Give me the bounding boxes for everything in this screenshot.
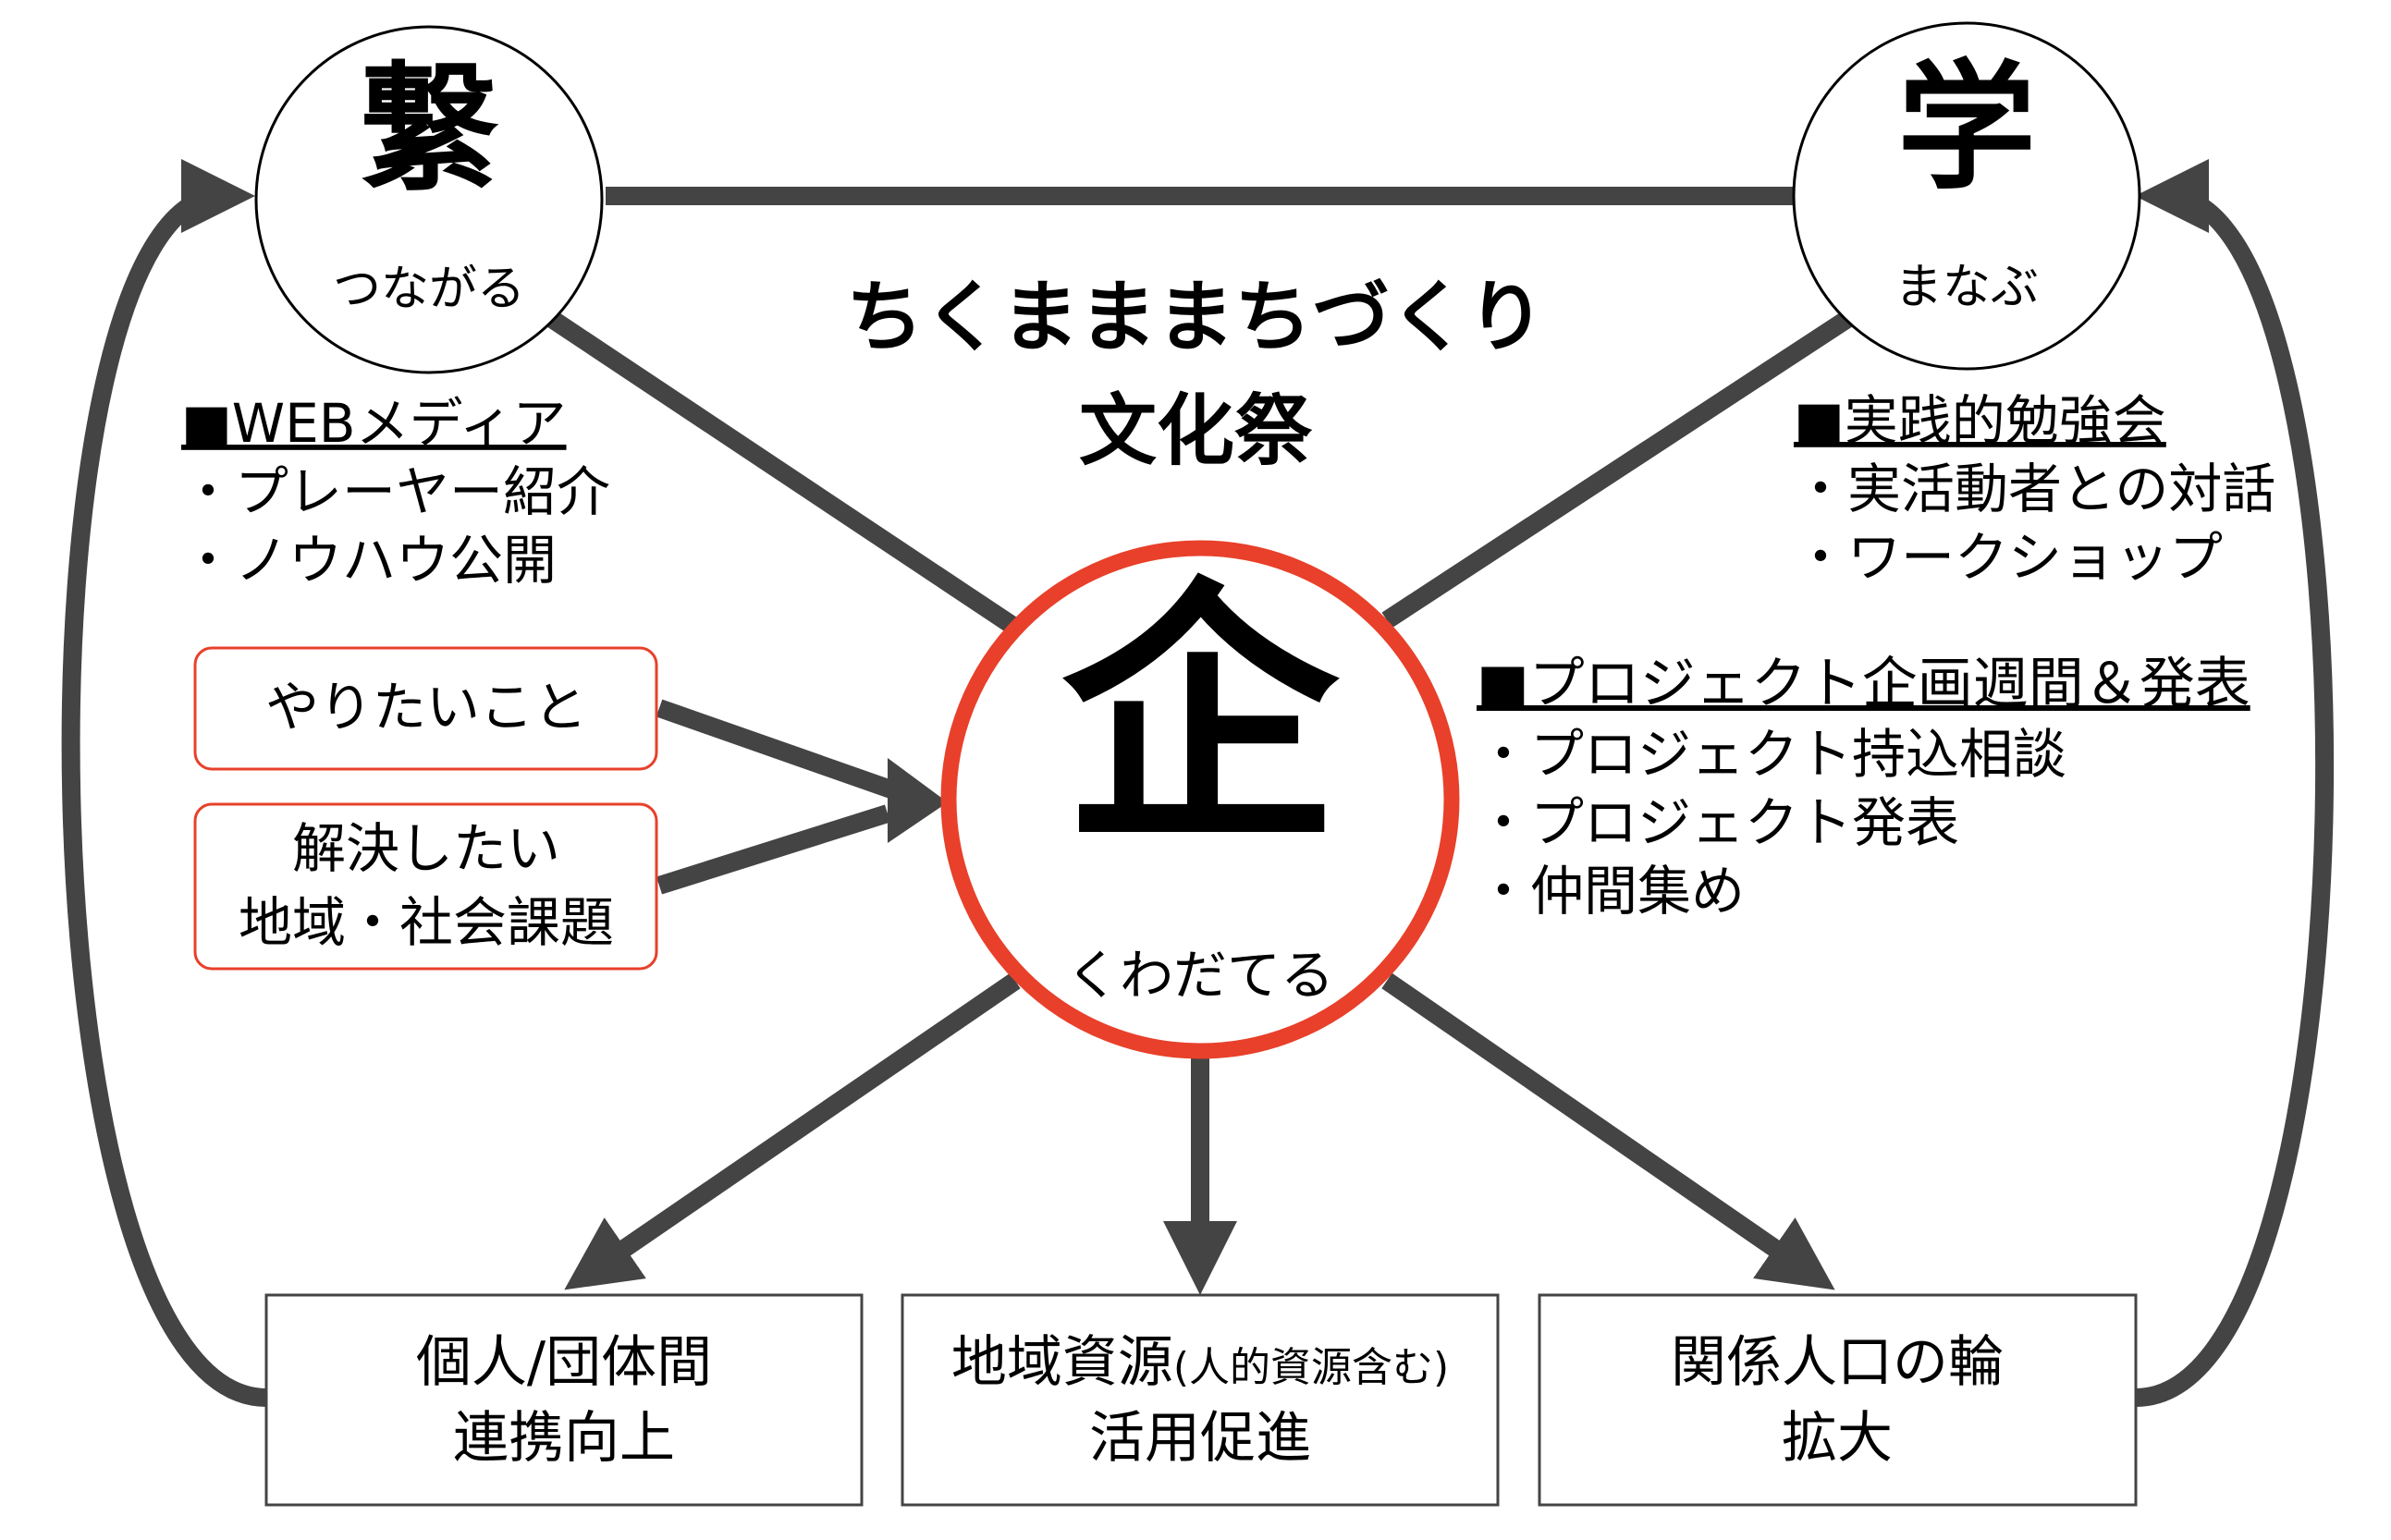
loop-arrow-right [2135,159,2335,1407]
project-notes-heading: ■プロジェクト企画週間＆発表 [1477,652,2250,716]
connector-learn-plan [1381,311,1853,629]
node-connect: 繋 つながる [254,25,604,374]
input-box-text: やりたいこと [265,676,587,739]
node-connect-reading: つながる [333,262,525,317]
node-connect-kanji: 繋 [360,50,499,211]
arrow-input-2 [656,804,891,895]
connector-connect-plan [546,311,1017,633]
outcome-line1: 個人/団体間 [416,1330,712,1395]
arrow-outcome-3 [1381,972,1835,1290]
right-notes-heading: ■実践的勉強会 [1794,389,2166,452]
right-notes-item: ・ワークショップ [1794,526,2223,589]
input-box-wants: やりたいこと [193,646,658,771]
node-plan-kanji: 企 [1061,556,1343,879]
right-notes-item: ・実活動者との対話 [1794,458,2275,520]
outcome-box-collaboration: 個人/団体間 連携向上 [264,1293,864,1507]
arrow-input-1 [656,699,905,802]
outcome-box-resources: 地域資源(人的資源含む) 活用促進 [901,1293,1500,1507]
project-notes-item: ・仲間集め [1477,860,1745,923]
left-notes-item: ・プレーヤー紹介 [181,460,610,523]
title-line2: 文化祭 [1079,385,1313,476]
node-learn-reading: まなぶ [1894,260,2039,315]
arrow-outcome-1 [564,972,1021,1290]
outcome-box-relations: 関係人口の輪 拡大 [1538,1293,2138,1507]
title-line1: ちくまままちづくり [846,272,1545,362]
node-learn: 学 まなぶ [1792,21,2141,371]
outcome-line2: 連携向上 [453,1406,675,1471]
input-box-text: 解決したい [292,817,560,880]
outcome-line1: 関係人口の輪 [1671,1330,2004,1395]
arrowhead-into-plan [888,758,948,843]
node-plan: 企 くわだてる [940,540,1460,1059]
input-box-text: 地域・社会課題 [239,891,614,954]
node-learn-kanji: 学 [1897,48,2036,209]
input-box-issues: 解決したい 地域・社会課題 [193,802,658,971]
left-notes-item: ・ノウハウ公開 [181,529,557,592]
outcome-line2: 活用促進 [1089,1406,1311,1471]
loop-arrow-left [61,159,267,1407]
left-notes-heading: ■WEBメディア [181,392,567,455]
project-notes-item: ・プロジェクト発表 [1477,791,1959,854]
node-plan-reading: くわだてる [1066,944,1334,1007]
outcome-line1: 地域資源(人的資源含む) [951,1330,1449,1395]
outcome-line2: 拡大 [1782,1406,1893,1471]
project-notes-item: ・プロジェクト持込相談 [1477,723,2066,786]
